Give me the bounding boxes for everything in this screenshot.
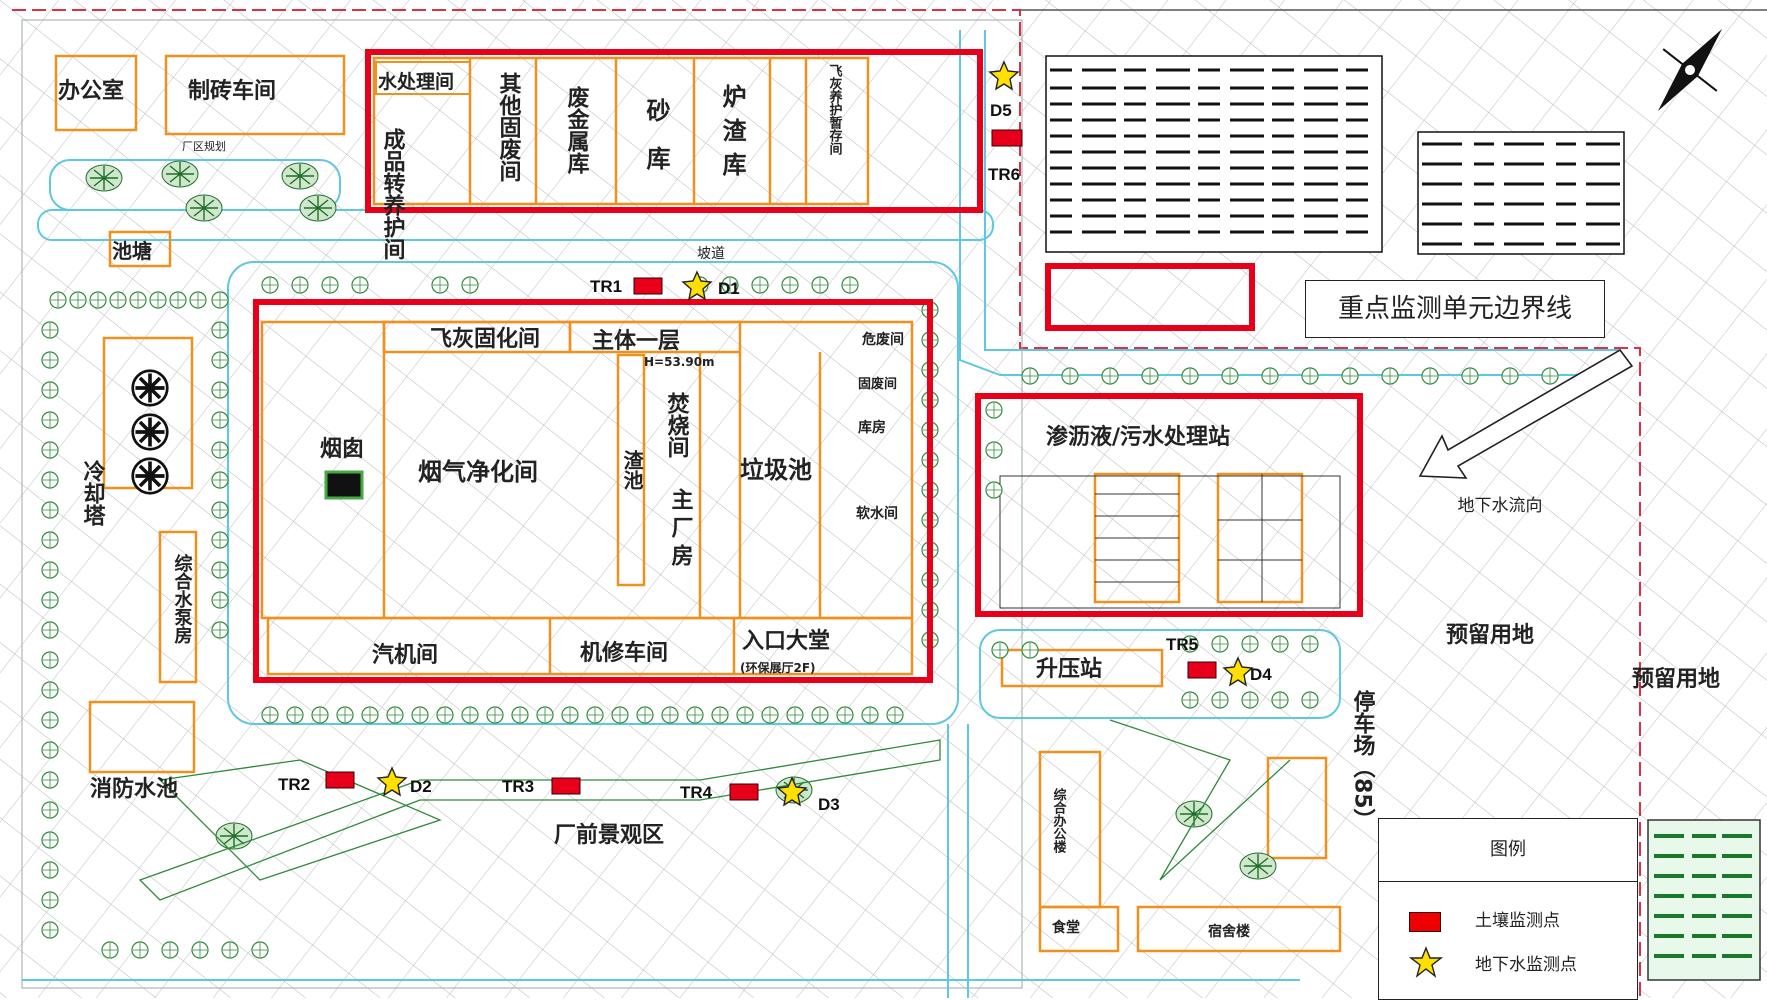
- point-label-D4: D4: [1250, 665, 1272, 684]
- label-main-height: H=53.90m: [644, 355, 715, 369]
- legend-soil-label: 土壤监测点: [1475, 911, 1560, 931]
- landscape-path-2: [1109, 719, 1291, 881]
- site-outline: [21, 19, 1023, 989]
- label-brick-workshop: 制砖车间: [188, 78, 276, 104]
- groundwater-flow-label: 地下水流向: [1457, 496, 1543, 516]
- label-entrance-hall: 入口大堂: [742, 629, 830, 654]
- groundwater-monitoring-points: [376, 60, 1254, 807]
- label-entrance-hall-sub: (环保展厅2F): [740, 660, 816, 675]
- label-reserve1: 预留用地: [1446, 622, 1534, 648]
- groundwater-flow-arrow: [1418, 348, 1634, 479]
- label-cooling-tower: 冷却塔: [80, 459, 106, 526]
- label-incinerator: 焚烧间: [664, 392, 690, 459]
- legend-soil-swatch: [1409, 912, 1441, 932]
- label-main-plant: 主厂房: [668, 488, 694, 572]
- label-solid-room: 固废间: [858, 376, 897, 392]
- soil-point-TR2: [325, 771, 355, 789]
- groundwater-star-D3: [776, 776, 808, 807]
- soil-monitoring-points: [325, 129, 1217, 801]
- label-main-floor: 主体一层: [592, 329, 680, 354]
- point-label-TR5: TR5: [1166, 635, 1198, 654]
- label-canteen: 食堂: [1052, 919, 1080, 936]
- groundwater-star-D4: [1222, 656, 1254, 687]
- soil-point-TR5: [1187, 661, 1217, 679]
- point-label-TR2: TR2: [278, 775, 310, 794]
- point-label-TR3: TR3: [502, 777, 534, 796]
- groundwater-star-D5: [988, 60, 1020, 91]
- label-sand-store: 砂库: [642, 98, 670, 194]
- drawing-mini-table: [1647, 819, 1761, 981]
- data-table-2: [1417, 131, 1625, 255]
- label-fly-ash-solidify: 飞灰固化间: [430, 326, 540, 352]
- point-label-D2: D2: [410, 777, 432, 796]
- point-label-D1: D1: [718, 279, 740, 298]
- legend-groundwater-label: 地下水监测点: [1475, 955, 1577, 975]
- soil-point-TR4: [729, 783, 759, 801]
- label-soft-water: 软水间: [856, 505, 898, 522]
- label-ramp: 坡道: [697, 246, 725, 262]
- label-slag-pool: 渣池: [620, 449, 644, 490]
- label-dorm: 宿舍楼: [1208, 923, 1250, 940]
- point-label-TR4: TR4: [680, 783, 713, 802]
- point-label-D5: D5: [990, 101, 1012, 120]
- map-legend: 图例 土壤监测点 地下水监测点: [1378, 818, 1638, 1000]
- data-table-1: [1045, 55, 1383, 253]
- building-outlines: [54, 54, 1342, 953]
- label-office2: 综合办公楼: [1051, 787, 1067, 854]
- site-boundary: [12, 9, 1641, 998]
- landscape-path: [138, 739, 941, 901]
- monitoring-unit-boundaries: [253, 49, 1363, 683]
- boundary-line-label: 重点监测单元边界线: [1305, 280, 1605, 338]
- label-storeroom: 库房: [858, 419, 886, 436]
- legend-row-groundwater: 地下水监测点: [1379, 945, 1637, 985]
- chimney-block: [324, 470, 364, 500]
- groundwater-star-D2: [376, 766, 408, 797]
- label-other-solid-waste: 其他固废间: [496, 72, 523, 183]
- label-landscape: 厂前景观区: [554, 822, 664, 848]
- soil-point-TR3: [551, 777, 581, 795]
- label-hazard-room: 危废间: [861, 331, 904, 348]
- groundwater-star-D1: [681, 270, 713, 301]
- soil-point-TR1: [633, 277, 663, 295]
- label-slag-store: 炉渣库: [718, 84, 746, 186]
- legend-title: 图例: [1379, 819, 1637, 882]
- label-pond: 池塘: [112, 239, 152, 263]
- label-office: 办公室: [58, 78, 124, 104]
- cooling-tower-fans: [130, 368, 170, 496]
- label-factory-boundary: 厂区规划: [182, 139, 226, 153]
- label-reserve2: 预留用地: [1632, 666, 1720, 692]
- monitoring-point-labels: TR1 D1 TR2 D2 TR3 TR4 D3 TR5 D4 D5 TR6: [278, 101, 1272, 814]
- label-leachate: 渗沥液/污水处理站: [1046, 424, 1230, 450]
- point-label-TR1: TR1: [590, 277, 622, 296]
- label-scrap-metal: 废金属库: [564, 85, 591, 175]
- legend-row-soil: 土壤监测点: [1379, 901, 1637, 941]
- label-chimney: 烟囱: [320, 436, 364, 462]
- soil-point-TR6: [991, 129, 1023, 147]
- north-arrow-icon: [1657, 29, 1723, 111]
- label-curing-room: 成品转养护间: [380, 128, 407, 261]
- star-icon: [1409, 946, 1443, 978]
- label-pump-room: 综合水泵房: [172, 553, 193, 644]
- label-water-treatment: 水处理间: [378, 70, 454, 93]
- leachate-plant-detail: [999, 474, 1341, 609]
- label-booster: 升压站: [1036, 657, 1102, 682]
- building-labels: 办公室 制砖车间 水处理间 成品转养护间 其他固废间 废金属库 砂库 炉渣库 飞…: [58, 64, 1720, 940]
- label-turbine: 汽机间: [372, 642, 438, 668]
- label-flue-gas: 烟气净化间: [418, 458, 538, 486]
- label-fly-ash-store: 飞灰养护暂存间: [827, 64, 844, 156]
- point-label-TR6: TR6: [988, 165, 1020, 184]
- label-fire-pool: 消防水池: [90, 777, 178, 802]
- label-parking: 停车场（85）: [1350, 689, 1376, 830]
- label-garbage-pit: 垃圾池: [740, 456, 812, 484]
- point-label-D3: D3: [818, 795, 840, 814]
- label-repair: 机修车间: [580, 640, 668, 666]
